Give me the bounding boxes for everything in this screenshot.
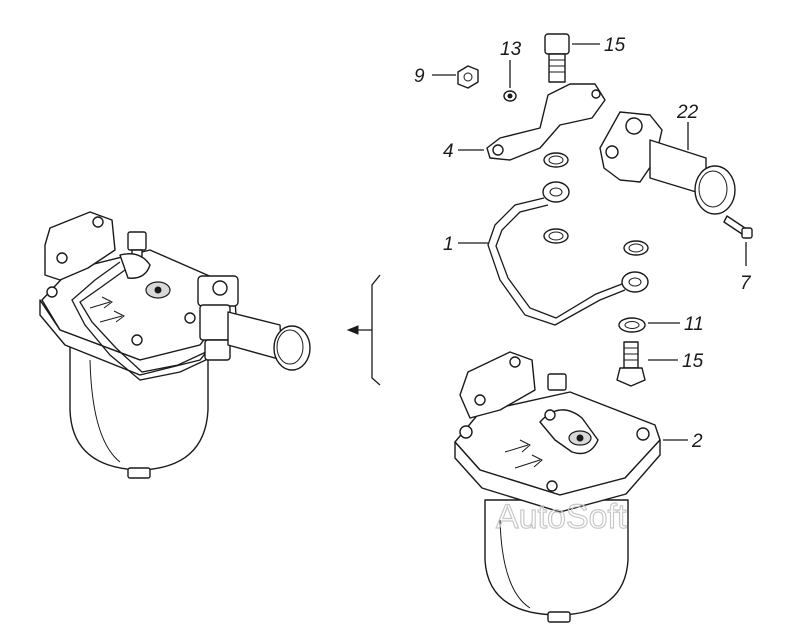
part-13-washer: 13 — [500, 39, 522, 102]
label-1: 1 — [443, 234, 454, 255]
label-22: 22 — [676, 102, 699, 123]
part-15-bolt-bottom: 15 — [616, 341, 704, 387]
label-13: 13 — [500, 39, 522, 60]
part-11-washer: 11 — [618, 314, 704, 335]
part-1-fuel-pipe: 1 — [443, 181, 649, 326]
label-15-bottom: 15 — [682, 351, 704, 372]
part-9-nut: 9 — [414, 65, 479, 89]
label-9: 9 — [414, 66, 425, 87]
part-4-bracket: 4 — [443, 83, 606, 162]
part-7-screw: 7 — [723, 215, 753, 294]
watermark: AutoSoft — [496, 498, 627, 536]
label-4: 4 — [443, 141, 454, 162]
label-15-top: 15 — [604, 35, 626, 56]
label-11: 11 — [684, 314, 704, 335]
label-7: 7 — [740, 273, 752, 294]
seal-rings — [543, 152, 649, 256]
label-2: 2 — [691, 431, 703, 452]
part-22-hand-pump: 22 — [599, 102, 736, 215]
part-2-filter-body: 2 — [454, 351, 703, 623]
assembly-arrow — [346, 274, 381, 386]
part-15-bolt-top: 15 — [544, 33, 626, 83]
assembled-fuel-filter — [39, 211, 311, 479]
